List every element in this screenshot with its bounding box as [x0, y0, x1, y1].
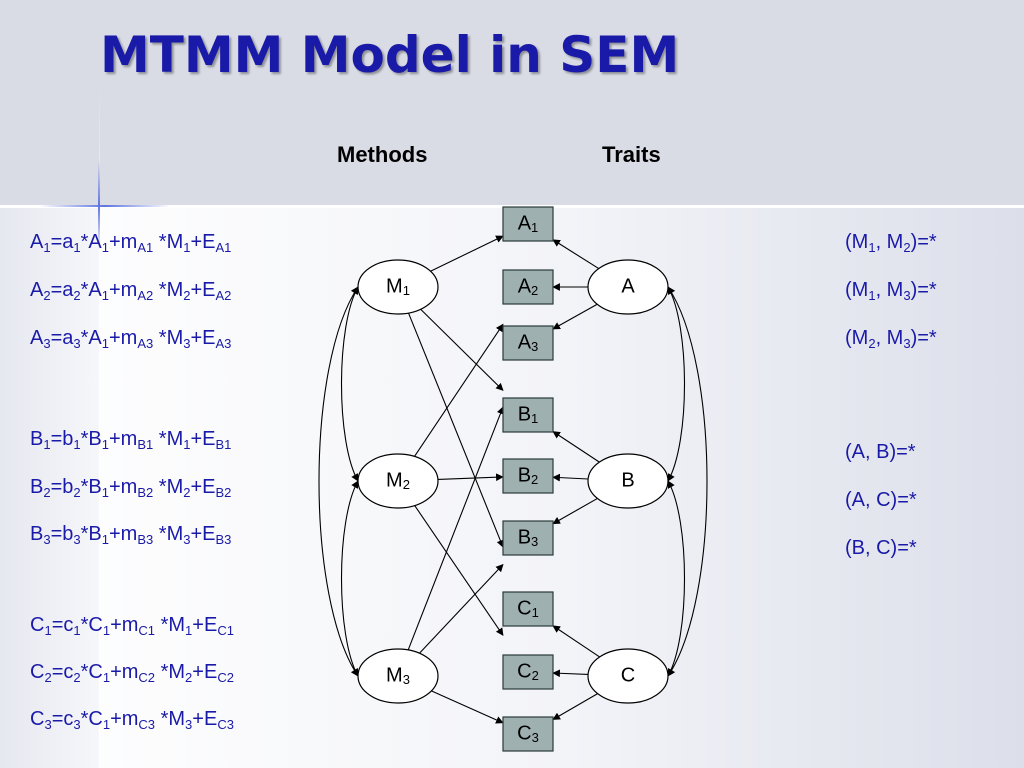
method-node-m1 [357, 259, 439, 315]
indicator-box-a2 [502, 269, 554, 305]
trait-covariance-a-b [667, 286, 685, 482]
method-loading-a1 [430, 235, 504, 272]
trait-label-a: A [621, 275, 635, 297]
equation-line: C2=c2*C1+mC2 *M2+EC2 [30, 661, 234, 685]
method-loading-a2 [414, 323, 504, 457]
method-node-m3 [357, 648, 439, 704]
method-loading-c2 [414, 505, 504, 636]
trait-loading-a1 [552, 239, 600, 270]
method-loading-c3 [431, 690, 504, 724]
slide-title: MTMM Model in SEM [100, 26, 680, 84]
method-node-m2 [357, 453, 439, 509]
covariance-line: (A, B)=* [845, 441, 916, 463]
trait-covariance-b-c [667, 480, 685, 677]
method-covariance-m1-m3 [318, 286, 359, 677]
trait-loading-c1 [552, 625, 600, 658]
indicator-box-a3 [502, 325, 554, 361]
method-covariance-m2-m3 [341, 480, 359, 677]
method-loading-a3 [407, 406, 505, 651]
indicator-box-c3 [502, 716, 554, 752]
trait-loading-c2 [552, 669, 589, 678]
indicator-box-b3 [502, 520, 554, 556]
covariance-line: (B, C)=* [845, 537, 917, 559]
method-loading-b1 [420, 308, 504, 391]
trait-label-b: B [621, 469, 634, 491]
method-loading-b3 [419, 563, 504, 654]
covariance-line: (M1, M3)=* [845, 279, 937, 303]
equation-line: A2=a2*A1+mA2 *M2+EA2 [30, 279, 232, 303]
trait-covariance-a-c [667, 286, 708, 677]
methods-header: Methods [337, 142, 428, 167]
method-covariance-m1-m2 [341, 286, 359, 482]
trait-loading-b1 [552, 431, 600, 463]
equation-line: A1=a1*A1+mA1 *M1+EA1 [30, 231, 232, 255]
covariance-line: (M1, M2)=* [845, 231, 937, 255]
indicator-box-c1 [502, 591, 554, 627]
trait-node-c [587, 648, 669, 704]
indicator-box-b1 [502, 397, 554, 433]
indicator-box-c2 [502, 654, 554, 690]
equation-line: B2=b2*B1+mB2 *M2+EB2 [30, 476, 232, 500]
trait-node-b [587, 453, 669, 509]
equation-line: A3=a3*A1+mA3 *M3+EA3 [30, 327, 232, 351]
equation-line: B3=b3*B1+mB3 *M3+EB3 [30, 523, 232, 547]
decor-vertical-line [99, 80, 100, 768]
method-loading-b2 [437, 473, 504, 482]
trait-node-a [587, 259, 669, 315]
decor-flare-vertical [98, 160, 100, 250]
indicator-box-a1 [502, 206, 554, 242]
left-decor-strip [0, 208, 100, 768]
covariance-line: (A, C)=* [845, 489, 917, 511]
trait-loading-b2 [552, 473, 589, 482]
equation-line: C3=c3*C1+mC3 *M3+EC3 [30, 708, 234, 732]
covariance-line: (M2, M3)=* [845, 327, 937, 351]
traits-header: Traits [602, 142, 661, 167]
equation-line: C1=c1*C1+mC1 *M1+EC1 [30, 614, 234, 638]
indicator-box-b2 [502, 458, 554, 494]
trait-label-c: C [621, 664, 635, 686]
trait-loading-c3 [552, 693, 598, 720]
method-loading-c1 [408, 312, 504, 548]
trait-loading-b3 [552, 497, 598, 525]
equation-line: B1=b1*B1+mB1 *M1+EB1 [30, 428, 232, 452]
decor-flare-horizontal [40, 205, 170, 207]
trait-loading-a3 [552, 303, 598, 330]
